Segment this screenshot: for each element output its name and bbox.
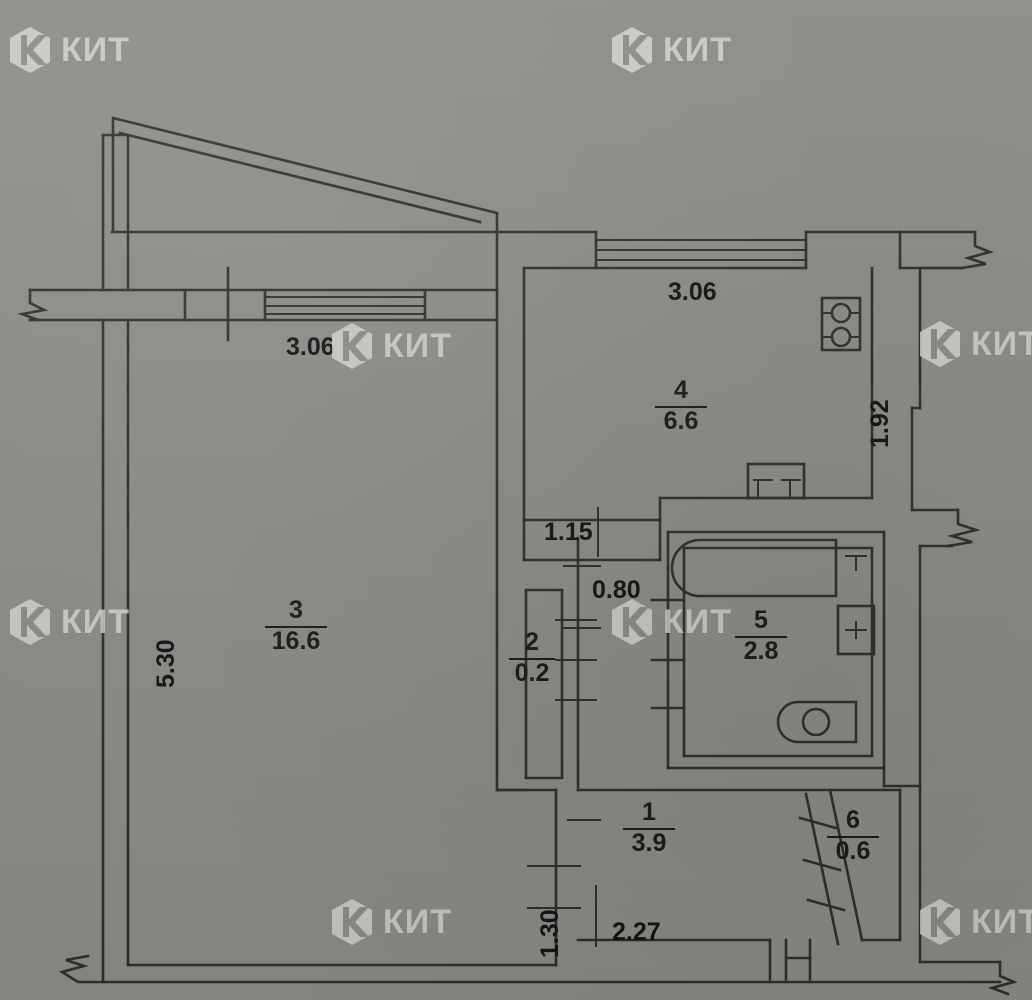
stove-burner-bottom-icon <box>830 326 852 348</box>
closet-diag-tick-1 <box>798 816 838 830</box>
break-mark-left <box>17 288 49 322</box>
toilet-bowl-icon <box>801 707 831 737</box>
bathtub-icon <box>670 538 838 598</box>
balcony-inner-line <box>118 131 482 224</box>
sink-tap-right-icon <box>781 479 801 497</box>
room-2-niche-box <box>524 588 564 780</box>
stove-icon <box>820 296 862 352</box>
sink-tap-left-icon <box>753 479 773 497</box>
toilet-icon <box>776 700 858 744</box>
bathtub-tap-icon <box>845 555 867 571</box>
closet-diag-tick-2 <box>802 858 842 872</box>
balcony-outline <box>110 116 499 234</box>
wall-closet-diagonal-inner <box>804 792 840 946</box>
wall-closet-diagonal-outer <box>828 788 864 942</box>
washbasin-icon <box>836 604 876 656</box>
stove-burner-top-icon <box>830 302 852 324</box>
closet-diag-tick-3 <box>806 898 846 912</box>
break-mark-bottom-left <box>58 954 105 984</box>
wall-layer <box>17 116 1018 996</box>
kitchen-sink-icon <box>746 462 806 500</box>
washbasin-tap-icon <box>845 621 867 639</box>
break-mark-top-right <box>960 230 995 270</box>
break-mark-bottom-right <box>987 960 1018 996</box>
break-mark-right-mid <box>946 508 981 548</box>
